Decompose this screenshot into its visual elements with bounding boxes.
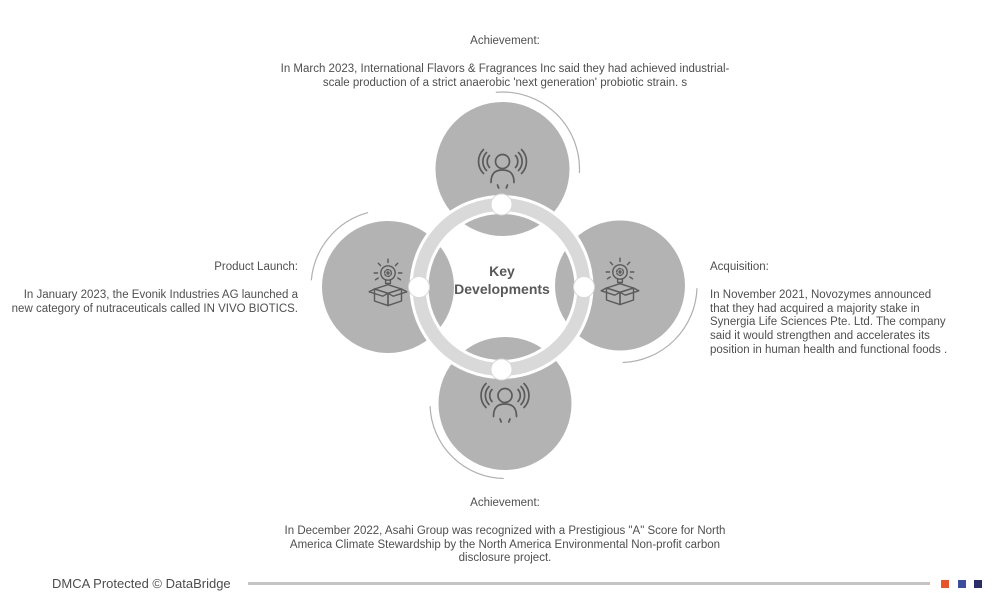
ring-junction-bottom [490,358,513,381]
section-body: In December 2022, Asahi Group was recogn… [284,524,726,565]
section-body: In March 2023, International Flavors & F… [280,62,730,89]
decorative-arc-right [622,288,698,364]
section-heading: Achievement: [470,497,540,509]
ring-junction-right [573,276,595,298]
center-label: Key Developments [442,263,562,299]
center-label-line2: Developments [454,280,550,297]
dmca-footer-text: DMCA Protected © DataBridge [52,576,231,591]
decorative-arc-top [495,91,581,174]
section-heading: Acquisition: [710,261,769,273]
section-heading: Achievement: [470,35,540,47]
section-achievement-bottom: Achievement: In December 2022, Asahi Gro… [270,497,740,566]
brand-square-orange [941,580,949,588]
section-achievement-top: Achievement: In March 2023, Internationa… [275,35,735,90]
section-product-launch: Product Launch: In January 2023, the Evo… [8,261,298,316]
brand-square-navy [974,580,982,588]
center-label-line1: Key [489,263,515,279]
section-body: In November 2021, Novozymes announced th… [710,288,948,356]
brand-square-blue [958,580,966,588]
section-heading: Product Launch: [214,261,298,273]
section-body: In January 2023, the Evonik Industries A… [11,288,298,315]
decorative-arc-left [310,212,369,281]
section-acquisition: Acquisition: In November 2021, Novozymes… [710,261,950,358]
decorative-arc-bottom [429,406,504,480]
footer-divider-line [248,582,930,585]
ring-junction-left [408,276,430,298]
ring-junction-top [490,193,513,216]
